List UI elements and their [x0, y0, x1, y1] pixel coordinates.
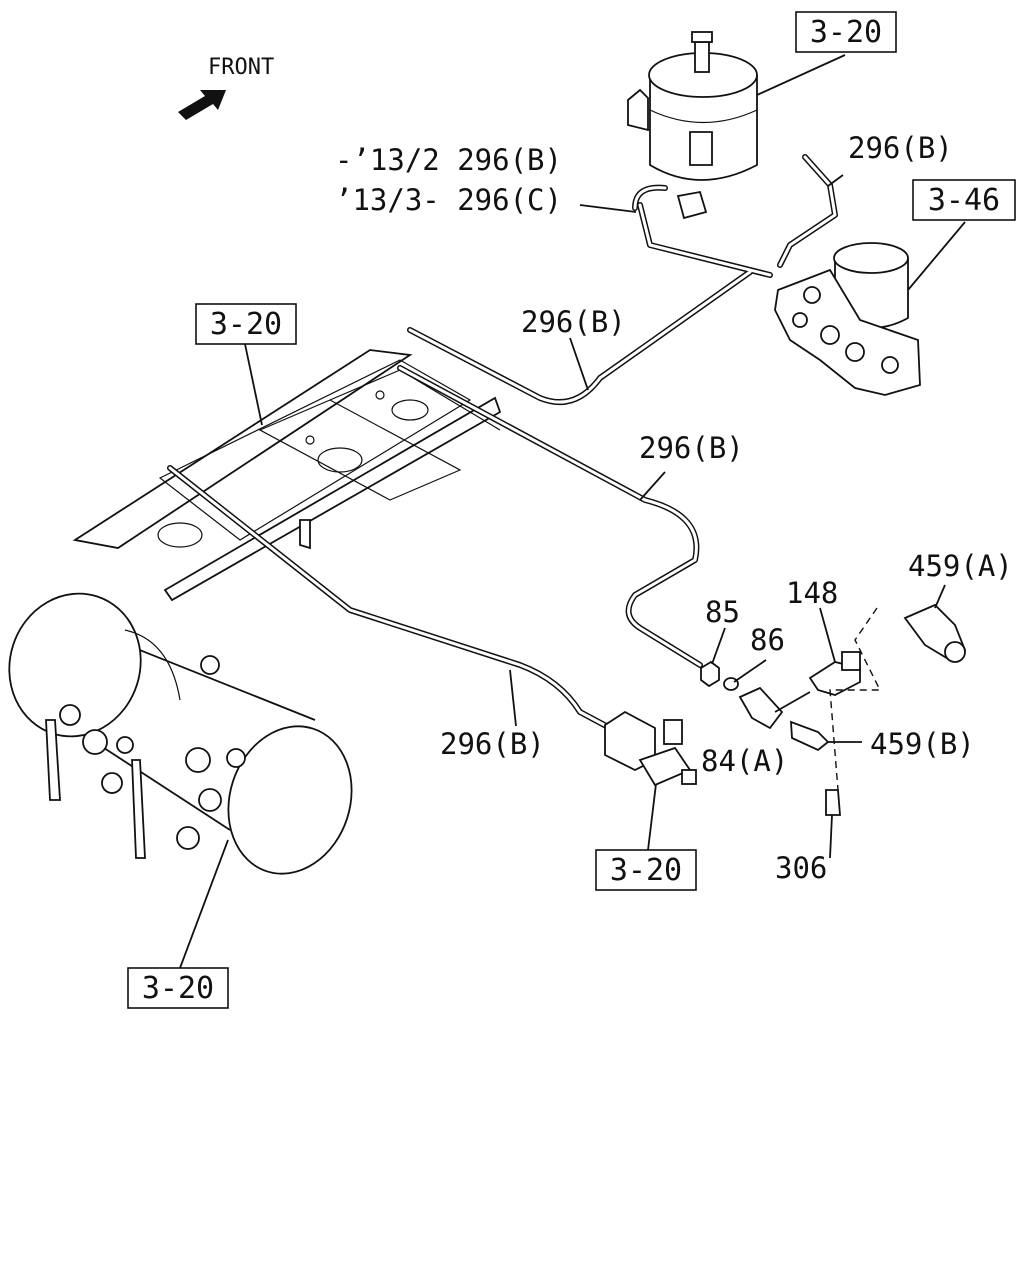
label-296b-mid: 296(B)	[521, 305, 626, 339]
front-arrow-icon	[178, 90, 226, 120]
chassis-frame	[72, 349, 502, 602]
air-dryer	[774, 242, 921, 396]
ref-box-tank-top: 3-20	[795, 11, 897, 53]
svg-text:3-46: 3-46	[928, 183, 1000, 218]
ref-box-valve-bottom: 3-20	[595, 849, 697, 891]
label-306: 306	[775, 851, 827, 885]
label-84a: 84(A)	[701, 744, 788, 778]
front-label: FRONT	[208, 55, 274, 80]
bottom-valve	[604, 710, 697, 787]
fitting-parts	[700, 603, 967, 816]
label-hose-early: -’13/2 296(B)	[335, 143, 562, 177]
svg-text:3-20: 3-20	[210, 307, 282, 342]
ref-box-tank-left: 3-20	[127, 967, 229, 1009]
label-296b-lower: 296(B)	[440, 727, 545, 761]
label-86: 86	[750, 623, 785, 657]
label-hose-late: ’13/3- 296(C)	[335, 183, 562, 217]
svg-text:3-20: 3-20	[610, 853, 682, 888]
ref-box-dryer: 3-46	[912, 179, 1016, 221]
label-85: 85	[705, 595, 740, 629]
label-148: 148	[786, 576, 838, 610]
svg-text:3-20: 3-20	[142, 971, 214, 1006]
top-air-tank	[627, 31, 758, 220]
label-296b-right: 296(B)	[639, 431, 744, 465]
label-296b-top: 296(B)	[848, 131, 953, 165]
svg-text:3-20: 3-20	[810, 15, 882, 50]
lower-air-tank	[8, 592, 353, 875]
leader-lines	[179, 54, 966, 969]
label-459b: 459(B)	[870, 727, 975, 761]
ref-box-frame: 3-20	[195, 303, 297, 345]
label-459a: 459(A)	[908, 549, 1013, 583]
air-pipes	[167, 154, 838, 731]
